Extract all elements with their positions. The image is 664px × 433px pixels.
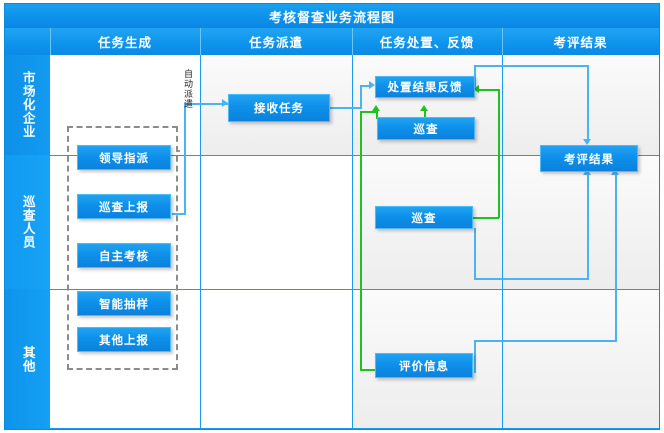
edge-green-patrolmid-arrow — [473, 85, 479, 93]
edge-feedback-eval-arrow — [583, 139, 591, 145]
edge-label-auto-dispatch: 自动派遣 — [182, 69, 192, 109]
column-header-task-handling: 任务处置、反馈 — [379, 35, 475, 50]
edge-receive-h1 — [330, 107, 362, 109]
cell-r2c2 — [200, 155, 352, 289]
edge-green-evalinfo-arrow — [372, 105, 380, 111]
column-header-task-dispatch: 任务派遣 — [248, 35, 303, 50]
edge-green-patrolmid-h2 — [478, 89, 499, 91]
node-other-report[interactable]: 其他上报 — [77, 327, 171, 352]
lane-label-other: 其他 — [5, 289, 50, 429]
cell-r1c1 — [50, 55, 200, 155]
column-separator — [502, 28, 503, 55]
column-separator — [352, 28, 353, 55]
cell-r1c4 — [502, 55, 659, 155]
grid-hline-2 — [50, 289, 659, 290]
group-stub — [178, 150, 180, 152]
cell-r2c4 — [502, 155, 659, 289]
edge-evalinfo-eval-arrow — [611, 169, 619, 175]
lane-label-market-enterprise: 市场化企业 — [5, 55, 50, 155]
edge-green-patroltop-arrow — [420, 105, 428, 111]
edge-receive-h2 — [360, 85, 370, 87]
lane-text: 其他 — [20, 345, 36, 373]
grid-hline-1 — [50, 155, 659, 156]
edge-evalinfo-eval-v1 — [474, 340, 476, 373]
grid-vline-3 — [502, 55, 503, 429]
edge-green-evalinfo-v — [360, 111, 362, 371]
source-group-dashed-box — [67, 126, 178, 370]
edge-patrol-eval-v2 — [587, 175, 589, 280]
edge-dispatch-arrow — [222, 99, 228, 107]
node-eval-info[interactable]: 评价信息 — [375, 353, 473, 378]
grid-hline-3 — [50, 428, 659, 429]
node-receive-task[interactable]: 接收任务 — [228, 94, 330, 122]
edge-green-patrolmid-h — [473, 217, 499, 219]
edge-green-patrolmid-v — [498, 89, 500, 218]
node-smart-sample[interactable]: 智能抽样 — [77, 291, 171, 316]
diagram-title: 考核督查业务流程图 — [5, 4, 659, 28]
edge-patrol-eval-v1 — [474, 228, 476, 280]
edge-feedback-eval-v0 — [474, 65, 476, 87]
grid-vline-1 — [200, 55, 201, 429]
diagram-canvas: 自动派遣 领导指派 — [50, 55, 659, 429]
edge-green-evalinfo-v2 — [376, 111, 378, 119]
edge-evalinfo-eval-v2 — [615, 175, 617, 341]
edge-dispatch-v1 — [184, 103, 186, 215]
column-header-band — [5, 28, 659, 55]
column-separator — [200, 28, 201, 55]
node-patrol-report[interactable]: 巡查上报 — [77, 194, 171, 219]
lane-text: 市场化企业 — [20, 71, 36, 139]
node-patrol-top[interactable]: 巡查 — [377, 117, 475, 140]
grid-vline-2 — [352, 55, 353, 429]
edge-patrol-eval-h1 — [474, 278, 589, 280]
node-eval-result[interactable]: 考评结果 — [540, 145, 638, 172]
node-patrol-mid[interactable]: 巡查 — [375, 206, 473, 229]
edge-green-evalinfo-h2 — [360, 111, 378, 113]
node-result-feedback[interactable]: 处置结果反馈 — [375, 76, 475, 98]
edge-receive-arrow — [369, 81, 375, 89]
edge-green-evalinfo-h — [360, 369, 378, 371]
lane-text: 巡查人员 — [20, 195, 36, 249]
edge-patrol-eval-arrow — [583, 169, 591, 175]
column-header-task-generation: 任务生成 — [97, 35, 152, 50]
edge-feedback-eval-h1 — [474, 65, 589, 67]
edge-dispatch-h1 — [172, 213, 186, 215]
cell-r3c4 — [502, 289, 659, 429]
edge-receive-v1 — [360, 85, 362, 109]
column-header-evaluation: 考评结果 — [553, 35, 608, 50]
node-self-assess[interactable]: 自主考核 — [77, 243, 171, 268]
node-leader-assign[interactable]: 领导指派 — [77, 145, 171, 170]
cell-r3c2 — [200, 289, 352, 429]
edge-dispatch-h2 — [184, 103, 228, 105]
column-separator — [50, 28, 51, 55]
edge-feedback-eval-v1 — [587, 65, 589, 143]
edge-evalinfo-eval-h1 — [474, 340, 617, 342]
edge-green-patroltop-v — [424, 111, 426, 119]
lane-label-patrol-staff: 巡查人员 — [5, 155, 50, 289]
